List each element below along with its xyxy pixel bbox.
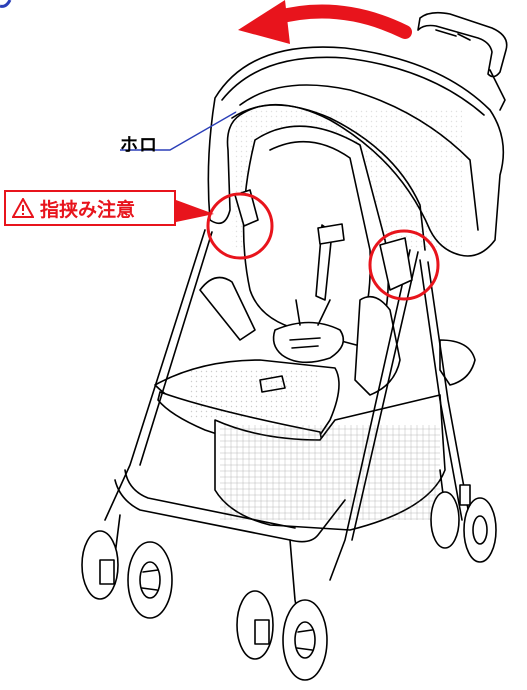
hinge-right	[379, 237, 413, 291]
pinch-point-circle-left	[206, 192, 274, 260]
storage-basket	[214, 394, 446, 531]
pinch-warning-label: 指挟み注意	[4, 190, 176, 226]
armrests	[199, 276, 476, 396]
hinge-left	[234, 189, 259, 227]
hood-callout-line	[120, 111, 237, 151]
harness	[272, 299, 345, 364]
corner-mark	[0, 0, 12, 8]
wheel-front-left	[81, 530, 173, 619]
pinch-warning-text: 指挟み注意	[40, 198, 136, 221]
pinch-point-circle-right	[368, 229, 440, 301]
wheel-rear-right	[459, 484, 497, 563]
warning-triangle-icon	[12, 198, 34, 218]
wheel-rear-left	[430, 491, 460, 549]
wheel-front-right	[236, 590, 328, 681]
warning-pointer	[176, 200, 214, 222]
push-handle	[417, 11, 508, 111]
fold-direction-arrow-icon	[238, 0, 412, 44]
frame	[104, 229, 471, 626]
seat-back	[242, 125, 390, 351]
hood-label: ホロ	[120, 135, 158, 156]
